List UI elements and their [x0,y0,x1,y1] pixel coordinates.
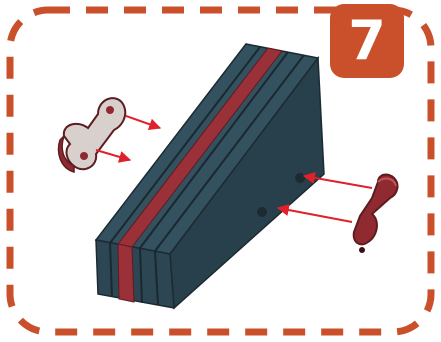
battery-block [96,44,324,308]
step-number: 7 [348,14,386,68]
arrow-right-bottom [278,208,352,222]
step-number-badge: 7 [330,4,404,78]
arrow-left-bottom [96,150,130,160]
left-bracket [59,98,126,172]
arrow-left-top [126,116,160,128]
